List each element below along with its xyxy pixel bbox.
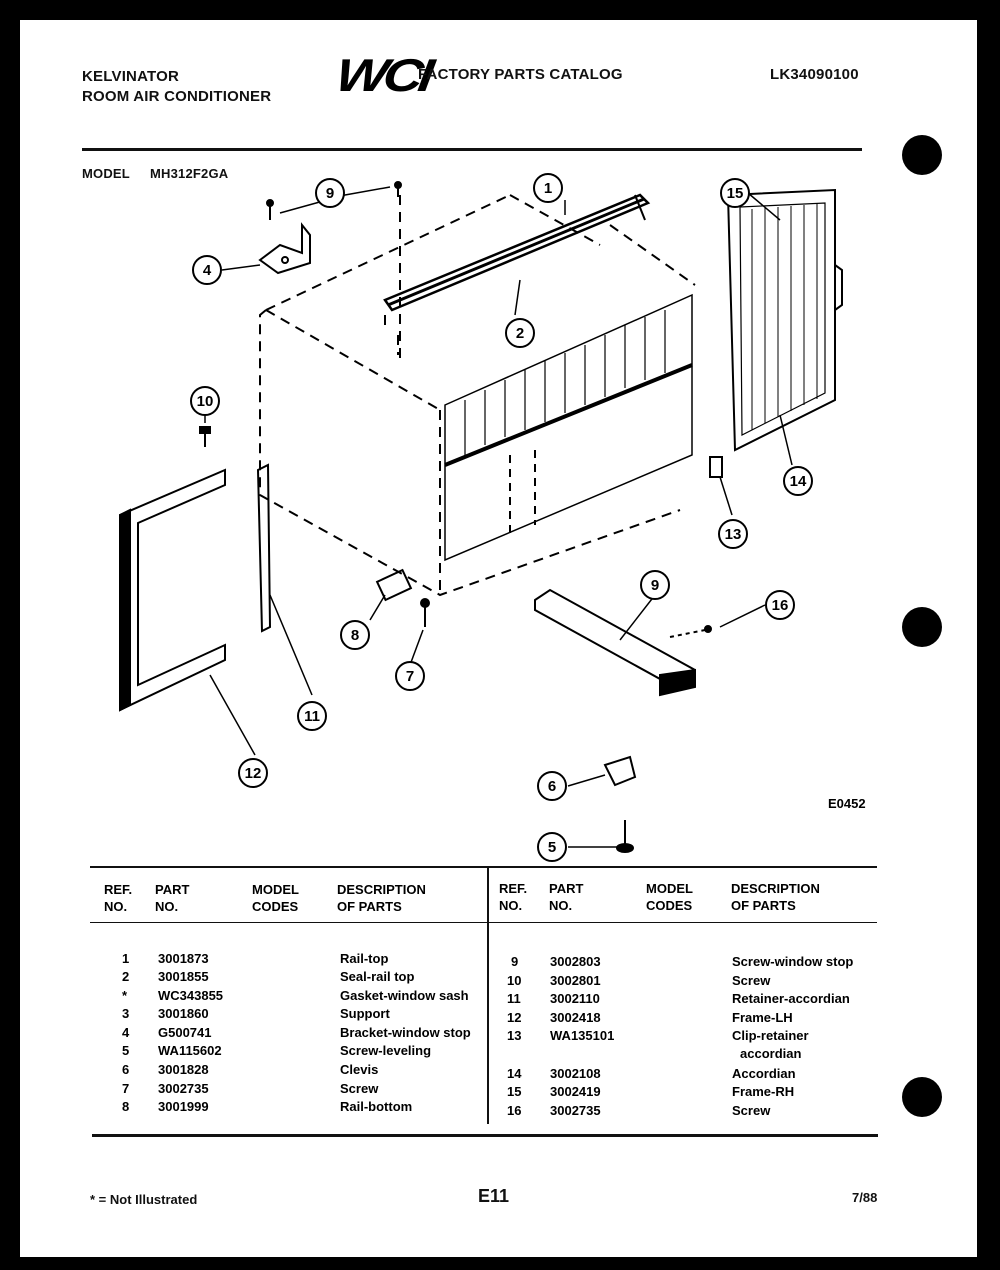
callout-label-9-bottom: 9: [651, 577, 659, 594]
clevis-screw-assembly: [375, 568, 430, 627]
model-label: MODEL: [82, 166, 130, 181]
frame-rh: [726, 188, 843, 452]
callout-6: 6: [537, 771, 567, 801]
callout-15: 15: [720, 178, 750, 208]
punch-hole-top: [902, 135, 942, 175]
brand-line-2: ROOM AIR CONDITIONER: [82, 88, 272, 105]
clevis-6: [603, 755, 637, 787]
callout-16: 16: [765, 590, 795, 620]
catalog-number: LK34090100: [770, 66, 859, 83]
callout-label-4: 4: [203, 262, 212, 279]
screw-leveling: [616, 820, 634, 853]
model-value: MH312F2GA: [150, 166, 229, 181]
retainer-accordian: [256, 463, 272, 633]
callout-5: 5: [537, 832, 567, 862]
clip-retainer: [709, 456, 723, 478]
support-bottom-rail: [534, 588, 696, 697]
callout-label-2: 2: [516, 325, 524, 342]
front-louver-panel: [444, 293, 693, 562]
callout-label-15: 15: [727, 185, 744, 202]
header-rule: [82, 148, 862, 151]
punch-hole-bottom: [902, 1077, 942, 1117]
revision-date: 7/88: [852, 1190, 878, 1205]
callout-label-1: 1: [544, 180, 552, 197]
callout-label-12: 12: [245, 765, 262, 782]
callout-9-top: 9: [315, 178, 345, 208]
page-number: E11: [478, 1186, 510, 1206]
bracket-window-stop: [258, 222, 311, 275]
callout-label-10: 10: [197, 393, 214, 410]
callout-14: 14: [783, 466, 813, 496]
screw-window-stop-top: [266, 181, 402, 220]
callout-label-6: 6: [548, 778, 556, 795]
right-header-ref: REF.NO.: [499, 881, 528, 913]
callout-9-bottom: 9: [640, 570, 670, 600]
table-bottom-rule: [92, 1134, 878, 1137]
callout-label-5: 5: [548, 839, 556, 856]
callout-label-13: 13: [725, 526, 742, 543]
not-illustrated-note: * = Not Illustrated: [90, 1192, 198, 1207]
brand-line-1: KELVINATOR: [82, 68, 180, 85]
callout-label-7: 7: [406, 668, 414, 685]
table-center-divider: [487, 866, 489, 1124]
callout-10: 10: [190, 386, 220, 416]
left-header-ref: REF.NO.: [104, 882, 133, 914]
callout-11: 11: [297, 701, 327, 731]
callout-7: 7: [395, 661, 425, 691]
catalog-title: FACTORY PARTS CATALOG: [418, 66, 623, 83]
table-header-rule: [90, 922, 877, 923]
table-top-rule: [90, 866, 877, 868]
punch-hole-middle: [902, 607, 942, 647]
screw-10: [199, 426, 211, 447]
callout-label-9-top: 9: [326, 185, 334, 202]
top-rail: [383, 193, 651, 325]
callout-label-14: 14: [790, 473, 807, 490]
cabinet-outline: [259, 194, 696, 597]
callout-label-11: 11: [304, 708, 320, 725]
callout-4: 4: [192, 255, 222, 285]
frame-lh: [119, 468, 226, 712]
screw-16: [669, 629, 706, 638]
callout-1: 1: [533, 173, 563, 203]
callout-2: 2: [505, 318, 535, 348]
callout-label-8: 8: [351, 627, 359, 644]
drawing-code: E0452: [828, 796, 866, 811]
callout-8: 8: [340, 620, 370, 650]
callout-label-16: 16: [772, 597, 789, 614]
callout-13: 13: [718, 519, 748, 549]
callout-12: 12: [238, 758, 268, 788]
exploded-parts-diagram: 1 2 4 5 6 7 8 9 9 10 11 12 13 14 15 16 E…: [80, 165, 900, 865]
